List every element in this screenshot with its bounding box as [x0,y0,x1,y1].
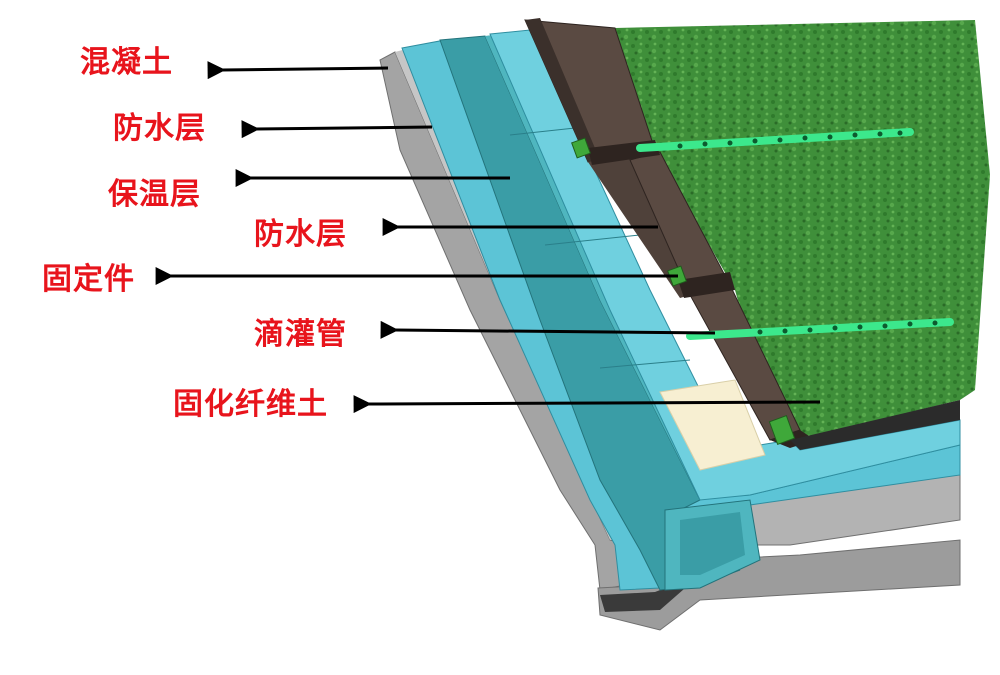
arrow-drip-pipe [380,320,716,339]
soil-edge [790,400,960,450]
arrow-fiber-soil [353,395,821,414]
label-drip-irrigation-pipe: 滴灌管 [254,317,347,352]
arrow-waterproof-1 [241,120,433,139]
label-solidified-fiber-soil: 固化纤维土 [173,387,328,422]
segment-lines [509,127,691,369]
callout-arrows [155,61,821,414]
label-fixture: 固定件 [42,262,135,297]
label-waterproof-layer-2: 防水层 [254,217,347,252]
label-insulation-layer: 保温层 [108,177,201,212]
gutter-channel-inner [680,512,745,575]
label-waterproof-layer-1: 防水层 [113,111,206,146]
concrete-base-dark [600,575,700,612]
arrow-concrete [207,61,389,80]
retaining-beams [524,18,815,448]
drip-irrigation-pipes [636,128,954,340]
grass-surface [615,20,990,440]
label-concrete: 混凝土 [80,45,173,80]
